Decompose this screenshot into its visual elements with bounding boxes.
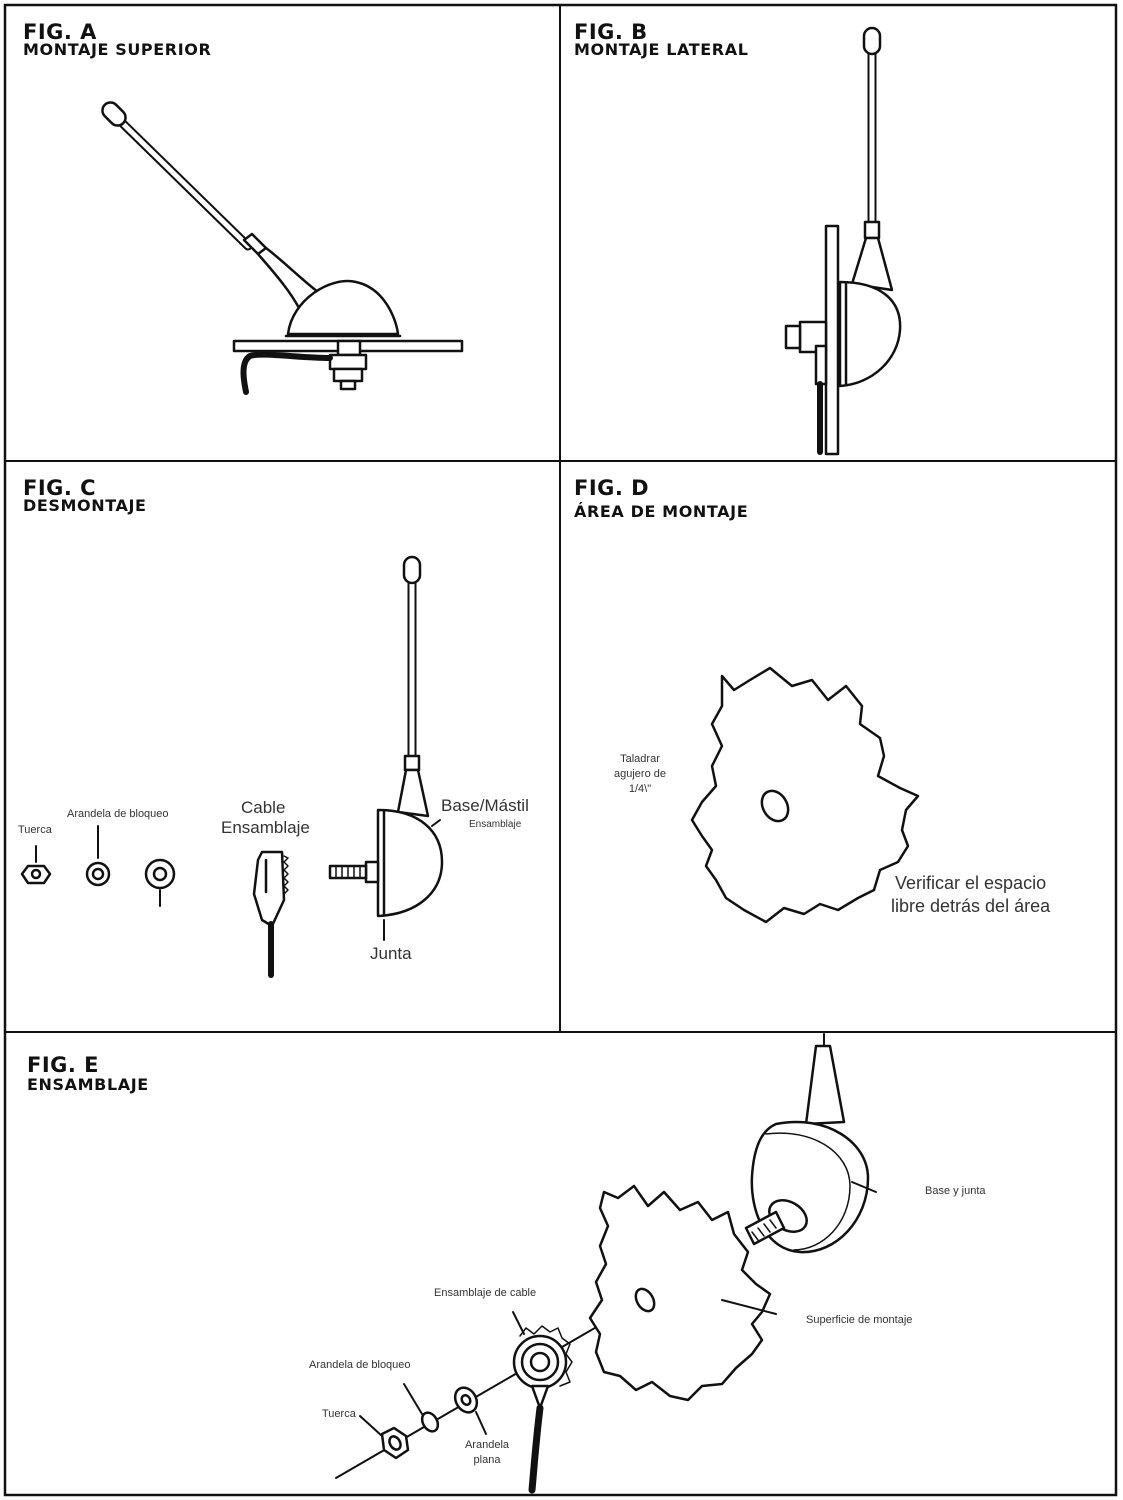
fig-e-panel: FIG. E ENSAMBLAJE: [5, 1032, 1116, 1495]
fig-e-label-base-junta: Base y junta: [925, 1185, 986, 1197]
fig-d-panel: FIG. D ÁREA DE MONTAJE: [560, 461, 1116, 1032]
fig-a-title: FIG. A: [23, 20, 97, 44]
fig-e-label-superficie: Superficie de montaje: [806, 1314, 913, 1326]
fig-e-label-arandela-bloqueo: Arandela de bloqueo: [309, 1359, 411, 1371]
fig-c-title: FIG. C: [23, 476, 97, 500]
fig-d-label-taladrar-2: agujero de: [614, 768, 666, 780]
fig-c-label-base-1: Base/Mástil: [441, 796, 529, 815]
fig-c-label-arandela-bloqueo: Arandela de bloqueo: [67, 808, 169, 820]
fig-d-subtitle: ÁREA DE MONTAJE: [574, 502, 749, 521]
fig-e-label-tuerca: Tuerca: [322, 1408, 356, 1420]
fig-c-label-cable-2: Ensamblaje: [221, 818, 310, 837]
fig-e-label-ensamblaje-cable: Ensamblaje de cable: [434, 1287, 537, 1299]
fig-d-title: FIG. D: [574, 476, 650, 500]
fig-e-subtitle: ENSAMBLAJE: [27, 1075, 149, 1094]
fig-e-title: FIG. E: [27, 1053, 100, 1077]
fig-b-subtitle: MONTAJE LATERAL: [574, 40, 749, 59]
fig-d-label-verificar-2: libre detrás del área: [891, 896, 1051, 916]
fig-d-label-taladrar-1: Taladrar: [620, 753, 660, 765]
fig-a-subtitle: MONTAJE SUPERIOR: [23, 40, 212, 59]
fig-b-panel: FIG. B MONTAJE LATERAL: [560, 5, 1116, 461]
fig-c-panel: FIG. C DESMONTAJE: [5, 461, 560, 1032]
fig-c-label-base-2: Ensamblaje: [469, 819, 522, 830]
fig-c-label-tuerca: Tuerca: [18, 824, 52, 836]
fig-d-label-verificar-1: Verificar el espacio: [895, 873, 1047, 893]
fig-c-label-cable-1: Cable: [241, 798, 286, 817]
fig-d-label-taladrar-3: 1/4\": [628, 783, 652, 795]
fig-e-label-arandela-plana-2: plana: [473, 1454, 501, 1466]
fig-a-panel: FIG. A MONTAJE SUPERIOR: [5, 5, 560, 461]
fig-b-title: FIG. B: [574, 20, 648, 44]
fig-c-label-junta: Junta: [370, 944, 412, 963]
fig-e-label-arandela-plana-1: Arandela: [464, 1439, 510, 1451]
fig-c-subtitle: DESMONTAJE: [23, 496, 147, 515]
